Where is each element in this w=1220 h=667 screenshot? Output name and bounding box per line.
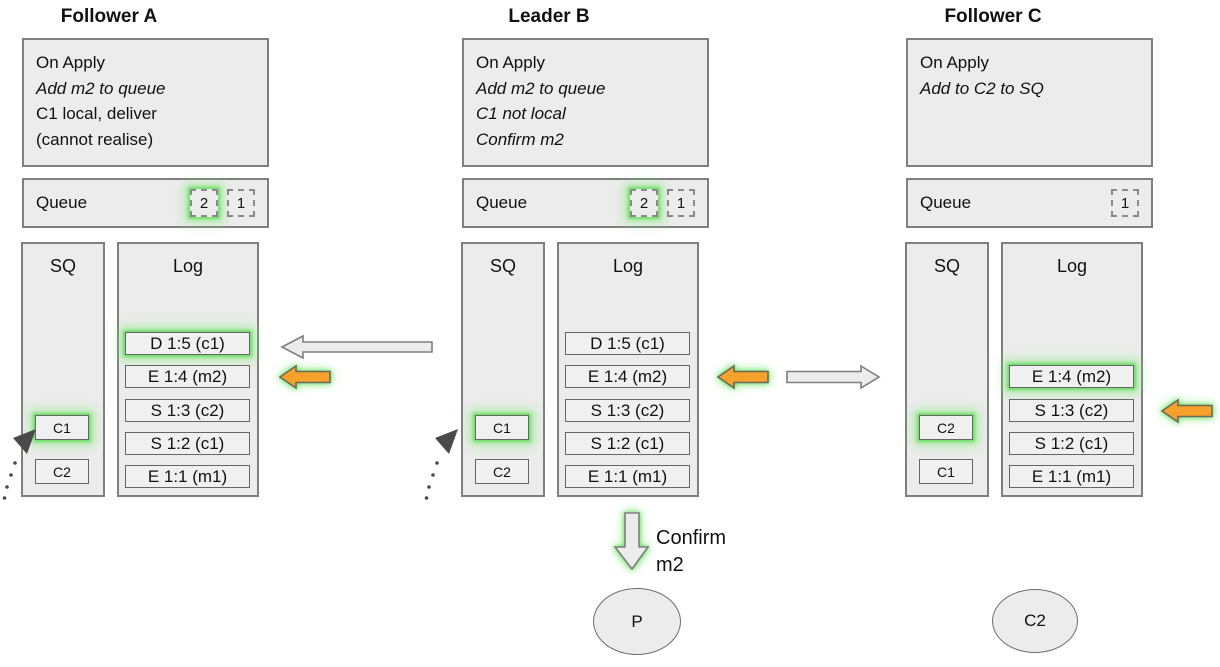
node-follower-c: Follower C On Apply Add to C2 to SQ Queu…	[905, 0, 1155, 500]
log-label: Log	[1056, 256, 1088, 276]
sq-item: C2	[919, 415, 973, 440]
process-circle-p: P	[593, 588, 681, 655]
sq-label: SQ	[933, 256, 960, 276]
sq-label: SQ	[489, 256, 516, 276]
log-entry: S 1:3 (c2)	[565, 399, 690, 422]
log-entry: E 1:1 (m1)	[565, 465, 690, 488]
queue-cells: 2 1	[630, 189, 695, 217]
node-leader-b: Leader B On Apply Add m2 to queue C1 not…	[461, 0, 711, 500]
orange-arrow-left-icon	[716, 364, 769, 390]
log-entry: D 1:5 (c1)	[125, 332, 250, 355]
orange-arrow-left-icon	[278, 364, 331, 390]
apply-line: On Apply	[920, 53, 989, 72]
queue-box: Queue 1	[906, 178, 1153, 228]
log-entry: S 1:2 (c1)	[1009, 432, 1134, 455]
log-entry: S 1:2 (c1)	[565, 432, 690, 455]
log-entry: E 1:1 (m1)	[1009, 465, 1134, 488]
apply-line: Add m2 to queue	[476, 78, 606, 98]
apply-line: On Apply	[36, 53, 105, 72]
orange-arrow-left-icon	[1160, 398, 1213, 424]
queue-cells: 1	[1111, 189, 1139, 217]
log-label: Log	[612, 256, 644, 276]
log-entry: E 1:4 (m2)	[125, 365, 250, 388]
confirm-label: Confirm m2	[656, 525, 726, 579]
apply-line: Add m2 to queue	[36, 78, 166, 98]
sq-box: SQ C1 C2	[461, 242, 545, 497]
apply-line: Confirm m2	[476, 129, 564, 149]
dotted-arrow-icon	[2, 429, 36, 500]
apply-line: C1 local, deliver	[36, 104, 157, 123]
gray-arrow-right-icon	[786, 364, 881, 390]
node-title: Leader B	[508, 6, 590, 27]
queue-box: Queue 2 1	[22, 178, 269, 228]
sq-box: SQ C2 C1	[905, 242, 989, 497]
gray-arrow-left-icon	[280, 334, 433, 360]
queue-item: 2	[190, 189, 218, 217]
sq-item: C2	[35, 459, 89, 484]
log-box: Log E 1:4 (m2) S 1:3 (c2) S 1:2 (c1) E 1…	[1001, 242, 1143, 497]
sq-item: C1	[35, 415, 89, 440]
queue-item: 2	[630, 189, 658, 217]
log-label: Log	[172, 256, 204, 276]
log-entry: E 1:1 (m1)	[125, 465, 250, 488]
sq-item: C1	[919, 459, 973, 484]
queue-label: Queue	[36, 193, 88, 212]
confirm-label-line: Confirm	[656, 527, 727, 549]
log-box: Log D 1:5 (c1) E 1:4 (m2) S 1:3 (c2) S 1…	[557, 242, 699, 497]
sq-item: C2	[475, 459, 529, 484]
sq-item: C1	[475, 415, 529, 440]
node-title: Follower C	[944, 6, 1042, 27]
node-title: Follower A	[60, 6, 158, 27]
log-entry: E 1:4 (m2)	[1009, 365, 1134, 388]
apply-line: On Apply	[476, 53, 545, 72]
queue-label: Queue	[476, 193, 528, 212]
node-follower-a: Follower A On Apply Add m2 to queue C1 l…	[21, 0, 271, 500]
dotted-arrow-icon	[424, 429, 458, 500]
queue-label: Queue	[920, 193, 972, 212]
confirm-label-line: m2	[656, 554, 684, 576]
queue-item: 1	[227, 189, 255, 217]
apply-line: Add to C2 to SQ	[920, 78, 1044, 98]
log-box: Log D 1:5 (c1) E 1:4 (m2) S 1:3 (c2) S 1…	[117, 242, 259, 497]
sq-label: SQ	[49, 256, 76, 276]
log-entry: S 1:3 (c2)	[125, 399, 250, 422]
queue-cells: 2 1	[190, 189, 255, 217]
apply-line: C1 not local	[476, 104, 566, 123]
log-entry: S 1:2 (c1)	[125, 432, 250, 455]
log-entry: E 1:4 (m2)	[565, 365, 690, 388]
sq-box: SQ C1 C2	[21, 242, 105, 497]
queue-box: Queue 2 1	[462, 178, 709, 228]
log-entry: S 1:3 (c2)	[1009, 399, 1134, 422]
queue-item: 1	[1111, 189, 1139, 217]
log-entry: D 1:5 (c1)	[565, 332, 690, 355]
apply-line: (cannot realise)	[36, 129, 154, 149]
client-circle-c2: C2	[992, 589, 1078, 653]
queue-item: 1	[667, 189, 695, 217]
confirm-arrow-down-icon	[613, 512, 650, 571]
on-apply-box: On Apply Add m2 to queue C1 local, deliv…	[22, 38, 269, 167]
on-apply-box: On Apply Add m2 to queue C1 not local Co…	[462, 38, 709, 167]
on-apply-box: On Apply Add to C2 to SQ	[906, 38, 1153, 167]
